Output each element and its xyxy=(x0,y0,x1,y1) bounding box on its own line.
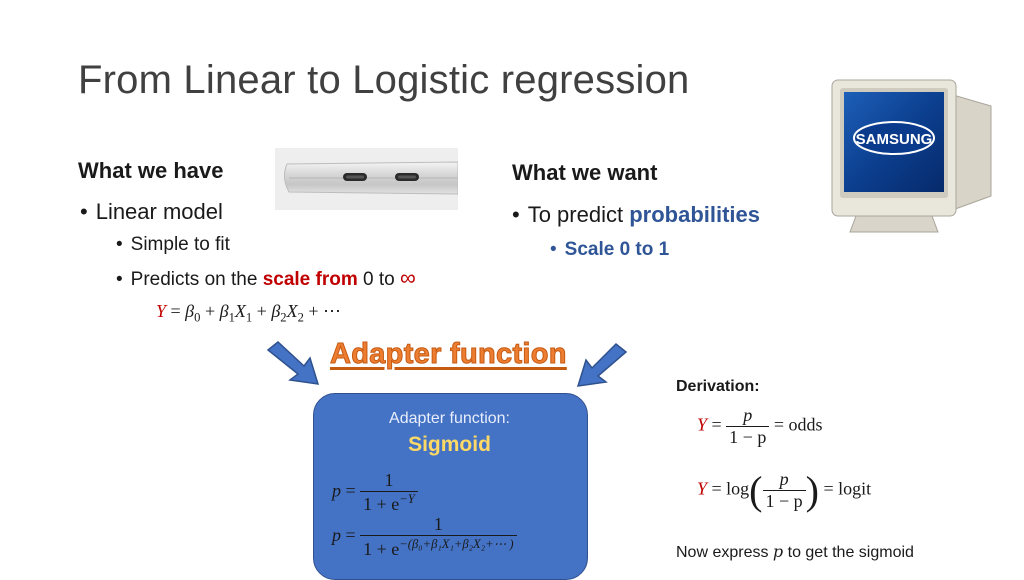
footer-prefix: Now express xyxy=(676,544,773,561)
numerator: 1 xyxy=(433,514,443,534)
numerator: p xyxy=(743,405,753,425)
eq-lhs-p: p xyxy=(332,480,341,501)
eq-sub: 2 xyxy=(297,310,304,325)
right-arrow-icon xyxy=(576,342,628,387)
eq-equals: = xyxy=(166,301,186,321)
eq-lhs-y: Y xyxy=(697,414,708,435)
laptop-image xyxy=(275,148,459,210)
eq-lhs-y: Y xyxy=(156,301,167,321)
left-arrow-icon xyxy=(266,341,320,385)
scale-from-highlight: scale from xyxy=(262,269,358,290)
den-exponent: −Y xyxy=(399,492,415,506)
sub-bullet-text: Simple to fit xyxy=(130,234,230,255)
denominator: 1 − p xyxy=(726,426,770,448)
denominator: 1 − p xyxy=(762,490,806,512)
probabilities-highlight: probabilities xyxy=(629,202,760,227)
eq-plus: + xyxy=(200,301,220,321)
eq-equals: = xyxy=(341,480,361,501)
eq-beta0: β xyxy=(185,301,195,321)
den-exponent: −(β₀+β₁X₁+β₂X₂+⋯ ) xyxy=(399,537,514,551)
bullet-dot: • xyxy=(80,199,88,224)
numerator: 1 xyxy=(384,470,394,490)
eq-sub: 0 xyxy=(194,310,201,325)
monitor-brand-text: SAMSUNG xyxy=(856,131,933,148)
den-base: 1 + e xyxy=(363,494,400,514)
eq-lhs-p: p xyxy=(332,525,341,546)
slide-title: From Linear to Logistic regression xyxy=(78,58,690,102)
sub-bullet-scale-0-1: • Scale 0 to 1 xyxy=(550,239,669,261)
derivation-label: Derivation: xyxy=(676,378,760,395)
laptop-usb-c-icon xyxy=(275,148,459,210)
what-we-have-heading: What we have xyxy=(78,158,224,183)
eq-lhs-y: Y xyxy=(697,478,708,499)
eq-x2: X xyxy=(286,301,298,321)
bullet-text: Linear model xyxy=(95,199,223,224)
eq-equals: = xyxy=(341,525,361,546)
eq-sub: 1 xyxy=(245,310,253,325)
eq-log: = log xyxy=(707,478,750,499)
bullet-dot: • xyxy=(116,234,123,255)
eq-beta1: β xyxy=(219,301,229,321)
infinity-symbol: ∞ xyxy=(399,265,416,290)
adapter-function-heading: Adapter function xyxy=(330,338,567,371)
linear-equation: Y = β0 + β1X1 + β2X2 + ⋯ xyxy=(156,301,341,326)
sigmoid-box xyxy=(313,393,588,580)
eq-plus: + xyxy=(252,301,272,321)
denominator: 1 + e−(β₀+β₁X₁+β₂X₂+⋯ ) xyxy=(360,535,517,560)
sub-bullet-text-mid: 0 to xyxy=(357,269,400,290)
eq-rhs-odds: = odds xyxy=(769,414,823,435)
eq-tail: + ⋯ xyxy=(303,301,342,321)
crt-monitor-icon: SAMSUNG xyxy=(831,79,992,233)
eq-x1: X xyxy=(234,301,246,321)
bullet-dot: • xyxy=(550,239,557,260)
denominator: 1 + e−Y xyxy=(360,491,418,515)
what-we-want-heading: What we want xyxy=(512,160,658,185)
numerator: p xyxy=(779,469,789,489)
sub-bullet-predicts-scale: • Predicts on the scale from 0 to ∞ xyxy=(116,265,416,291)
eq-beta2: β xyxy=(271,301,281,321)
scale-0-1-text: Scale 0 to 1 xyxy=(564,239,670,260)
sub-bullet-text-prefix: Predicts on the xyxy=(130,269,263,290)
bullet-dot: • xyxy=(116,269,123,290)
eq-equals: = xyxy=(707,414,727,435)
right-paren: ) xyxy=(805,468,819,513)
footer-var-p: p xyxy=(772,542,784,561)
monitor-image: SAMSUNG xyxy=(826,76,996,236)
bullet-predict-probabilities: • To predict probabilities xyxy=(512,202,760,228)
bullet-text-prefix: To predict xyxy=(527,202,630,227)
eq-sub: 1 xyxy=(228,310,235,325)
bullet-dot: • xyxy=(512,202,520,227)
bullet-linear-model: • Linear model xyxy=(80,199,223,225)
den-base: 1 + e xyxy=(363,539,400,559)
eq-rhs-logit: = logit xyxy=(818,478,872,499)
derivation-footer: Now express p to get the sigmoid xyxy=(676,542,914,562)
sigmoid-label: Sigmoid xyxy=(408,433,491,456)
left-paren: ( xyxy=(749,468,763,513)
footer-suffix: to get the sigmoid xyxy=(783,544,914,561)
box-label: Adapter function: xyxy=(389,410,510,427)
sub-bullet-simple-to-fit: • Simple to fit xyxy=(116,234,230,256)
eq-sub: 2 xyxy=(280,310,287,325)
